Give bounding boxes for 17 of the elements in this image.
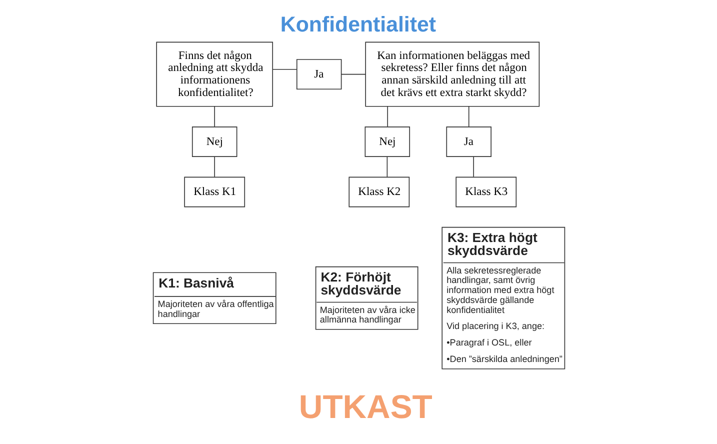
node-box: Finns det någon anledning att skydda informationens konfidentialitet? bbox=[156, 42, 273, 107]
connector bbox=[386, 106, 388, 128]
node-box: Nej bbox=[364, 126, 410, 157]
node-box: Klass K3 bbox=[455, 176, 516, 208]
node-box: Kan informationen beläggas med sekretess? Eller finns det någon annan särskild anledning till att det krävs ett extra starkt skydd? bbox=[364, 42, 540, 107]
node-box: Klass K2 bbox=[348, 176, 410, 208]
label: UTKAST bbox=[298, 388, 432, 426]
connector bbox=[472, 156, 474, 178]
node-box: Ja bbox=[296, 59, 342, 90]
node-box: Nej bbox=[191, 126, 237, 157]
connector bbox=[340, 74, 366, 75]
connector bbox=[386, 156, 388, 178]
connector bbox=[272, 68, 297, 70]
diagram-title: Konfidentialitet bbox=[280, 12, 436, 36]
connector bbox=[468, 106, 469, 128]
node-box: Ja bbox=[446, 126, 491, 157]
node-box: Klass K1 bbox=[184, 176, 245, 208]
